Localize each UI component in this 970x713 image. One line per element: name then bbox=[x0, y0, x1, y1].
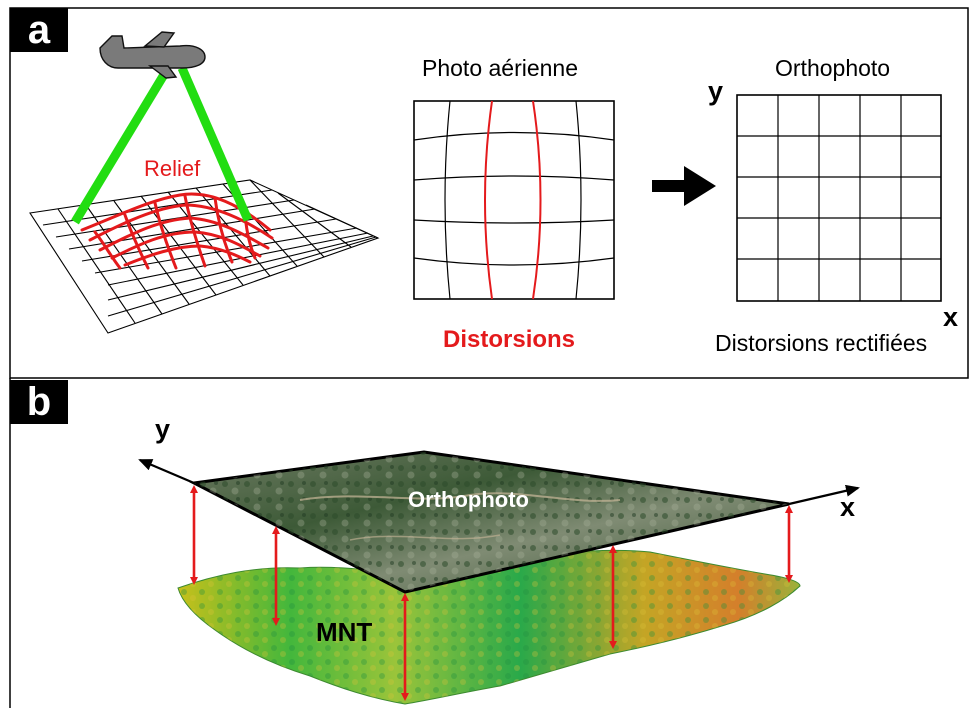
ortho-axis-y: y bbox=[708, 76, 724, 106]
distortion-label: Distorsions bbox=[443, 326, 576, 353]
b-axis-x: x bbox=[840, 492, 856, 522]
ortho-axis-x: x bbox=[943, 302, 959, 332]
photo-title: Photo aérienne bbox=[422, 55, 579, 81]
aerial-photo bbox=[413, 100, 615, 300]
b-axis-y: y bbox=[155, 414, 171, 444]
sight-lines bbox=[71, 65, 253, 225]
panel-label-b: b bbox=[10, 380, 68, 424]
rectified-label: Distorsions rectifiées bbox=[715, 330, 928, 356]
dem-label: MNT bbox=[316, 617, 373, 647]
transform-arrow bbox=[652, 166, 716, 206]
panel-a-frame bbox=[9, 7, 969, 379]
relief-mesh bbox=[80, 192, 274, 270]
panel-label-a: a bbox=[10, 8, 68, 52]
ortho-title: Orthophoto bbox=[775, 55, 891, 81]
ortho-grid bbox=[736, 94, 942, 302]
airplane-icon bbox=[99, 31, 206, 79]
panel-b-axes bbox=[138, 458, 860, 506]
relief-label: Relief bbox=[144, 156, 201, 181]
orthophoto-label: Orthophoto bbox=[408, 487, 529, 512]
height-arrows bbox=[190, 485, 793, 701]
